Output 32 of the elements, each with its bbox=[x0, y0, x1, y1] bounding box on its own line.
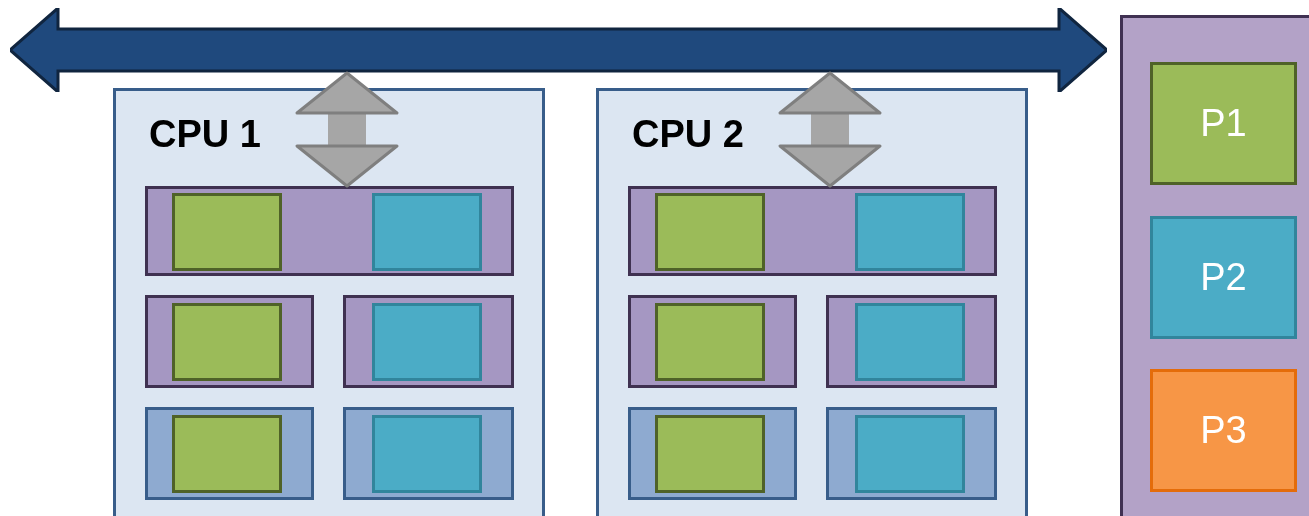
cpu-panel bbox=[596, 88, 1028, 516]
cpu-panel bbox=[113, 88, 545, 516]
process-box: P1 bbox=[1150, 62, 1297, 185]
core-block bbox=[372, 193, 482, 271]
process-box: P2 bbox=[1150, 216, 1297, 339]
double-arrow bbox=[295, 71, 399, 188]
core-block bbox=[372, 415, 482, 493]
cpu-label: CPU 1 bbox=[149, 112, 261, 157]
partition-bar bbox=[826, 295, 997, 388]
process-box: P3 bbox=[1150, 369, 1297, 492]
core-block bbox=[855, 303, 965, 381]
core-block bbox=[655, 415, 765, 493]
cpu-label: CPU 2 bbox=[632, 112, 744, 157]
partition-bar bbox=[343, 407, 514, 500]
core-block bbox=[172, 303, 282, 381]
process-panel bbox=[1120, 15, 1309, 516]
core-block bbox=[172, 193, 282, 271]
partition-bar bbox=[826, 407, 997, 500]
partition-bar bbox=[145, 295, 314, 388]
core-block bbox=[855, 415, 965, 493]
partition-bar bbox=[628, 295, 797, 388]
core-block bbox=[855, 193, 965, 271]
core-block bbox=[372, 303, 482, 381]
partition-bar bbox=[145, 407, 314, 500]
partition-bar bbox=[145, 186, 514, 276]
partition-bar bbox=[628, 186, 997, 276]
double-arrow bbox=[778, 71, 882, 188]
core-block bbox=[172, 415, 282, 493]
partition-bar bbox=[628, 407, 797, 500]
core-block bbox=[655, 193, 765, 271]
partition-bar bbox=[343, 295, 514, 388]
core-block bbox=[655, 303, 765, 381]
